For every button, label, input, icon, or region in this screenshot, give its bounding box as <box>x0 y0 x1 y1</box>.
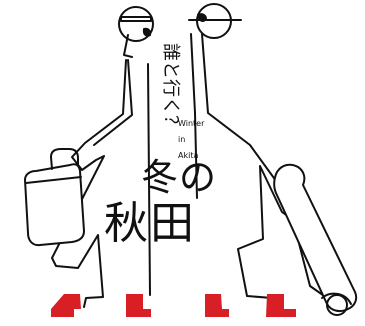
left-arm-inner <box>93 59 133 146</box>
english-title-line-3: Akita <box>178 151 198 160</box>
left-suitcase-rim <box>25 176 82 184</box>
left-hand-hint <box>123 34 133 58</box>
artwork <box>24 3 358 316</box>
left-boot-left <box>51 294 81 317</box>
right-figure <box>188 3 358 316</box>
right-body <box>201 33 338 306</box>
left-eye <box>142 27 152 37</box>
right-ski-bag-end <box>321 292 352 305</box>
boots <box>51 294 296 317</box>
left-hat-brim <box>120 16 152 22</box>
left-head <box>118 6 154 42</box>
title-group: 誰と行く？ Winter in Akita 冬の 秋田 <box>104 43 217 249</box>
right-boot-left <box>205 294 229 317</box>
right-body-left-edge <box>190 33 198 199</box>
left-body-right-edge <box>147 63 151 296</box>
right-eye <box>197 13 207 22</box>
question-text: 誰と行く？ <box>160 43 181 133</box>
left-figure <box>24 6 154 308</box>
main-title-top: 冬の <box>141 156 217 199</box>
english-title-line-2: in <box>178 135 185 144</box>
left-boot-right <box>126 294 151 317</box>
right-ski-bag <box>273 163 358 313</box>
left-suitcase <box>24 163 85 247</box>
right-ski-bag-circle <box>326 294 348 316</box>
right-boot-right <box>266 294 296 317</box>
english-title-line-1: Winter <box>178 119 205 128</box>
left-suitcase-handle <box>50 148 79 170</box>
main-title-bottom: 秋田 <box>104 198 196 249</box>
